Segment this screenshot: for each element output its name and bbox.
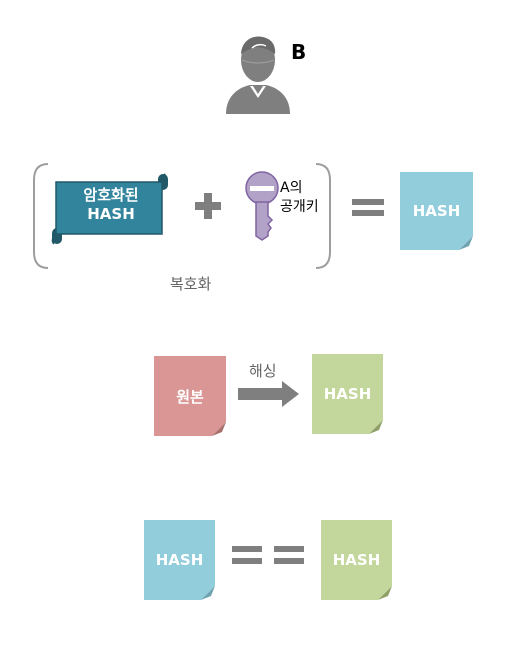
decrypted-hash-note: HASH	[400, 172, 473, 250]
scroll-text-line2: HASH	[87, 205, 135, 223]
original-note: 원본	[154, 356, 226, 436]
page-curl-icon	[459, 236, 473, 250]
scroll-text: 암호화된 HASH	[56, 186, 166, 224]
person-icon	[226, 36, 290, 114]
compare-right-note: HASH	[321, 520, 392, 600]
hashing-label: 해싱	[249, 362, 277, 380]
key-label-line2: 공개키	[280, 199, 319, 215]
encrypted-hash-scroll	[51, 173, 168, 245]
key-label: A의 공개키	[280, 179, 319, 217]
arrow-right-icon	[238, 381, 299, 407]
right-bracket	[315, 163, 331, 269]
page-curl-icon	[369, 420, 383, 434]
page-curl-icon	[201, 586, 215, 600]
key-label-line1: A의	[280, 180, 303, 196]
key-icon	[245, 171, 279, 241]
left-bracket	[33, 163, 49, 269]
plus-icon	[195, 193, 221, 219]
page-curl-icon	[378, 586, 392, 600]
person-label: B	[291, 40, 307, 64]
scroll-text-line1: 암호화된	[83, 186, 139, 204]
double-equals-icon	[232, 546, 304, 564]
page-curl-icon	[212, 422, 226, 436]
decrypt-caption: 복호화	[170, 275, 212, 293]
equals-icon	[352, 199, 384, 216]
compare-left-note: HASH	[144, 520, 215, 600]
hashed-result-note: HASH	[312, 354, 383, 434]
